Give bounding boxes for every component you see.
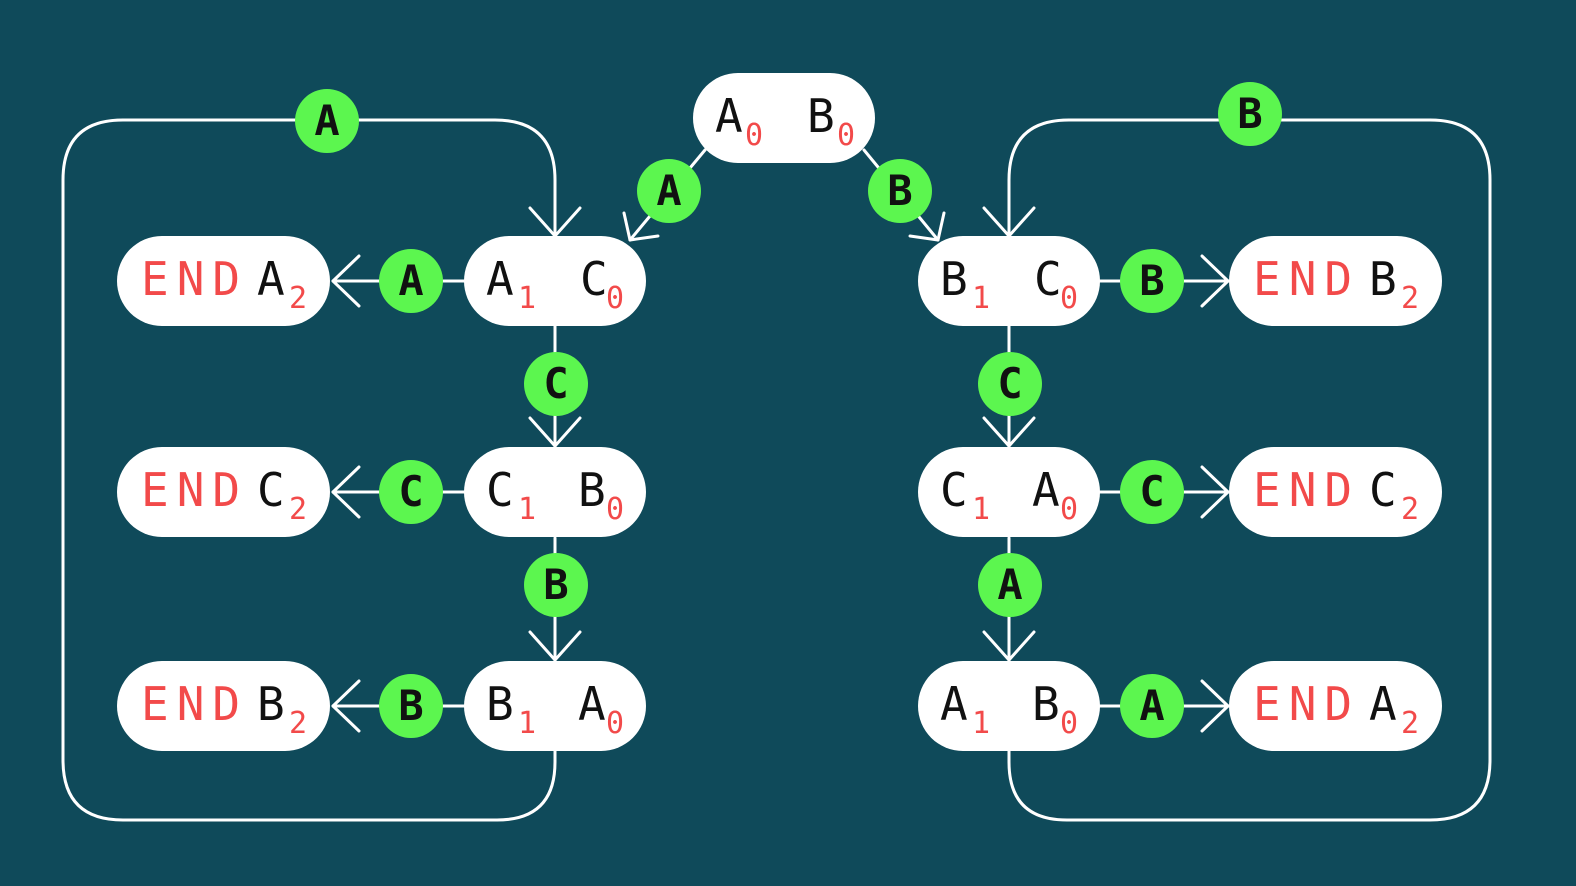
- subscript: 2: [1401, 492, 1420, 527]
- arrowhead-right-c: [982, 416, 1036, 448]
- node-root: A 0 B 0: [693, 73, 875, 163]
- end-label: END: [141, 252, 249, 306]
- edge-label-right-down-c: C: [978, 352, 1042, 416]
- node-right-b1c0: B 1 C 0: [918, 236, 1100, 326]
- arrowhead-left-end-b: [331, 679, 361, 733]
- arrowhead-left-c: [528, 416, 582, 448]
- token: A: [578, 677, 606, 731]
- node-right-end-c2: END C 2: [1229, 447, 1442, 537]
- arrowhead-right-end-b: [1200, 254, 1230, 308]
- end-label: END: [1253, 677, 1361, 731]
- edge-right-loop: [1007, 118, 1492, 822]
- subscript: 0: [1060, 706, 1079, 741]
- token: C: [257, 463, 285, 517]
- subscript: 2: [289, 706, 308, 741]
- token: B: [257, 677, 285, 731]
- token: B: [940, 252, 968, 306]
- node-left-a1c0: A 1 C 0: [464, 236, 646, 326]
- node-right-end-b2: END B 2: [1229, 236, 1442, 326]
- token: B: [486, 677, 514, 731]
- token: C: [580, 252, 608, 306]
- end-label: END: [1253, 463, 1361, 517]
- subscript: 1: [518, 281, 537, 316]
- end-label: END: [1253, 252, 1361, 306]
- arrowhead-left-b: [528, 630, 582, 662]
- token: C: [940, 463, 968, 517]
- token: A: [257, 252, 285, 306]
- edge-label-left-end-a: A: [379, 249, 443, 313]
- token: C: [1034, 252, 1062, 306]
- edge-label-left-end-c: C: [379, 460, 443, 524]
- token: C: [486, 463, 514, 517]
- token: A: [486, 252, 514, 306]
- edge-left-loop: [61, 118, 557, 822]
- node-right-c1a0: C 1 A 0: [918, 447, 1100, 537]
- subscript: 0: [745, 118, 764, 153]
- node-left-end-c2: END C 2: [117, 447, 330, 537]
- token: A: [715, 89, 743, 143]
- edge-label-left-end-b: B: [379, 674, 443, 738]
- subscript: 0: [606, 706, 625, 741]
- node-left-end-b2: END B 2: [117, 661, 330, 751]
- token: A: [940, 677, 968, 731]
- edge-label-right-down-a: A: [978, 553, 1042, 617]
- edge-label-right-end-b: B: [1120, 249, 1184, 313]
- edge-label-root-left: A: [637, 159, 701, 223]
- edge-label-right-loop: B: [1218, 82, 1282, 146]
- node-left-b1a0: B 1 A 0: [464, 661, 646, 751]
- subscript: 2: [289, 492, 308, 527]
- edge-label-root-right: B: [868, 159, 932, 223]
- subscript: 2: [1401, 281, 1420, 316]
- end-label: END: [141, 463, 249, 517]
- subscript: 1: [972, 281, 991, 316]
- edge-label-left-loop: A: [295, 89, 359, 153]
- subscript: 1: [518, 492, 537, 527]
- subscript: 1: [518, 706, 537, 741]
- subscript: 0: [606, 492, 625, 527]
- arrowhead-root-right: [908, 211, 946, 242]
- node-left-c1b0: C 1 B 0: [464, 447, 646, 537]
- subscript: 2: [289, 281, 308, 316]
- subscript: 0: [1060, 492, 1079, 527]
- subscript: 0: [1060, 281, 1079, 316]
- subscript: 0: [837, 118, 856, 153]
- subscript: 2: [1401, 706, 1420, 741]
- edge-label-left-down-b: B: [524, 553, 588, 617]
- token: C: [1369, 463, 1397, 517]
- subscript: 1: [972, 706, 991, 741]
- arrowhead-left-end-c: [331, 465, 361, 519]
- edge-label-right-end-a: A: [1120, 674, 1184, 738]
- subscript: 1: [972, 492, 991, 527]
- token: B: [807, 89, 835, 143]
- arrowhead-right-a: [982, 630, 1036, 662]
- node-right-a1b0: A 1 B 0: [918, 661, 1100, 751]
- arrowhead-root-left: [622, 211, 660, 242]
- edge-label-left-down-c: C: [524, 352, 588, 416]
- arrowhead-left-end-a: [331, 254, 361, 308]
- node-right-end-a2: END A 2: [1229, 661, 1442, 751]
- token: B: [578, 463, 606, 517]
- arrowhead-right-end-c: [1200, 465, 1230, 519]
- node-left-end-a2: END A 2: [117, 236, 330, 326]
- subscript: 0: [606, 281, 625, 316]
- token: B: [1032, 677, 1060, 731]
- edge-label-right-end-c: C: [1120, 460, 1184, 524]
- end-label: END: [141, 677, 249, 731]
- token: A: [1032, 463, 1060, 517]
- arrowhead-right-end-a: [1200, 679, 1230, 733]
- token: B: [1369, 252, 1397, 306]
- token: A: [1369, 677, 1397, 731]
